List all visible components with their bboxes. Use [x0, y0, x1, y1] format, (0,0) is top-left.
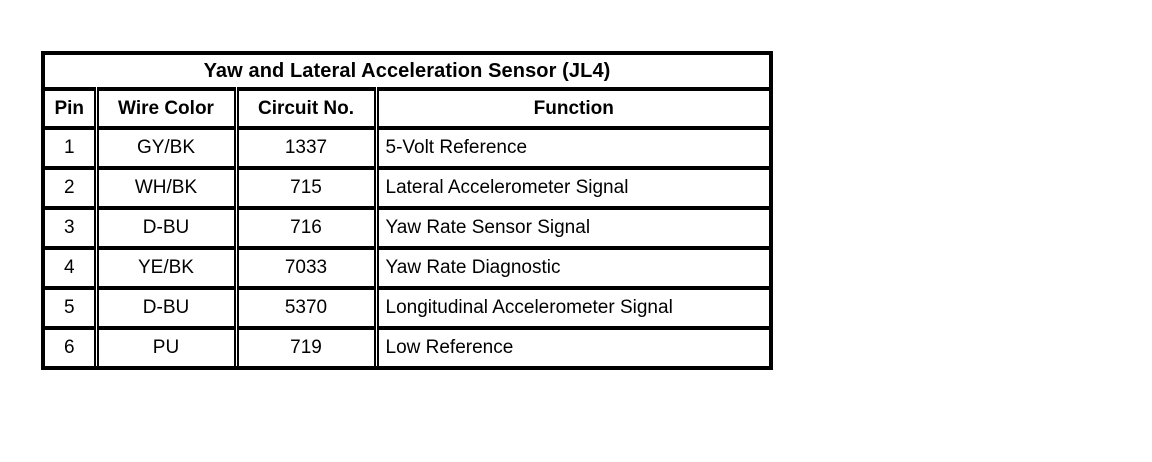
- table-row: 1 GY/BK 1337 5-Volt Reference: [45, 128, 770, 170]
- column-header-wire-color: Wire Color: [96, 89, 239, 130]
- cell-wire-color: D-BU: [96, 208, 239, 250]
- cell-circuit-no: 716: [236, 208, 379, 250]
- column-header-circuit-no: Circuit No.: [236, 89, 379, 130]
- cell-wire-color: PU: [96, 328, 239, 366]
- cell-pin: 2: [45, 168, 99, 210]
- column-header-function: Function: [376, 89, 770, 130]
- table-row: 3 D-BU 716 Yaw Rate Sensor Signal: [45, 208, 770, 250]
- table-row: 5 D-BU 5370 Longitudinal Accelerometer S…: [45, 288, 770, 330]
- cell-pin: 6: [45, 328, 99, 366]
- cell-pin: 1: [45, 128, 99, 170]
- table-row: 6 PU 719 Low Reference: [45, 328, 769, 366]
- cell-function: Yaw Rate Diagnostic: [376, 248, 770, 290]
- table-row: 2 WH/BK 715 Lateral Accelerometer Signal: [45, 168, 770, 210]
- cell-pin: 4: [45, 248, 99, 290]
- cell-circuit-no: 1337: [236, 128, 379, 170]
- table-row: 4 YE/BK 7033 Yaw Rate Diagnostic: [45, 248, 770, 290]
- cell-circuit-no: 715: [236, 168, 379, 210]
- cell-function: 5-Volt Reference: [376, 128, 770, 170]
- cell-wire-color: WH/BK: [96, 168, 239, 210]
- column-header-pin: Pin: [45, 89, 99, 130]
- cell-circuit-no: 7033: [236, 248, 379, 290]
- cell-function: Longitudinal Accelerometer Signal: [376, 288, 770, 330]
- sensor-pinout-table: Yaw and Lateral Acceleration Sensor (JL4…: [41, 51, 773, 370]
- table-title-row: Yaw and Lateral Acceleration Sensor (JL4…: [45, 55, 770, 91]
- cell-function: Yaw Rate Sensor Signal: [376, 208, 770, 250]
- table-title: Yaw and Lateral Acceleration Sensor (JL4…: [45, 55, 770, 91]
- cell-function: Lateral Accelerometer Signal: [376, 168, 770, 210]
- cell-pin: 5: [45, 288, 99, 330]
- cell-wire-color: GY/BK: [96, 128, 239, 170]
- cell-wire-color: D-BU: [96, 288, 239, 330]
- cell-function: Low Reference: [385, 337, 514, 358]
- table-header-row: Pin Wire Color Circuit No. Function: [45, 89, 770, 130]
- cell-pin: 3: [45, 208, 99, 250]
- cell-wire-color: YE/BK: [96, 248, 239, 290]
- pinout-table-grid: Yaw and Lateral Acceleration Sensor (JL4…: [45, 55, 770, 366]
- cell-circuit-no: 719: [236, 328, 379, 366]
- cell-circuit-no: 5370: [236, 288, 379, 330]
